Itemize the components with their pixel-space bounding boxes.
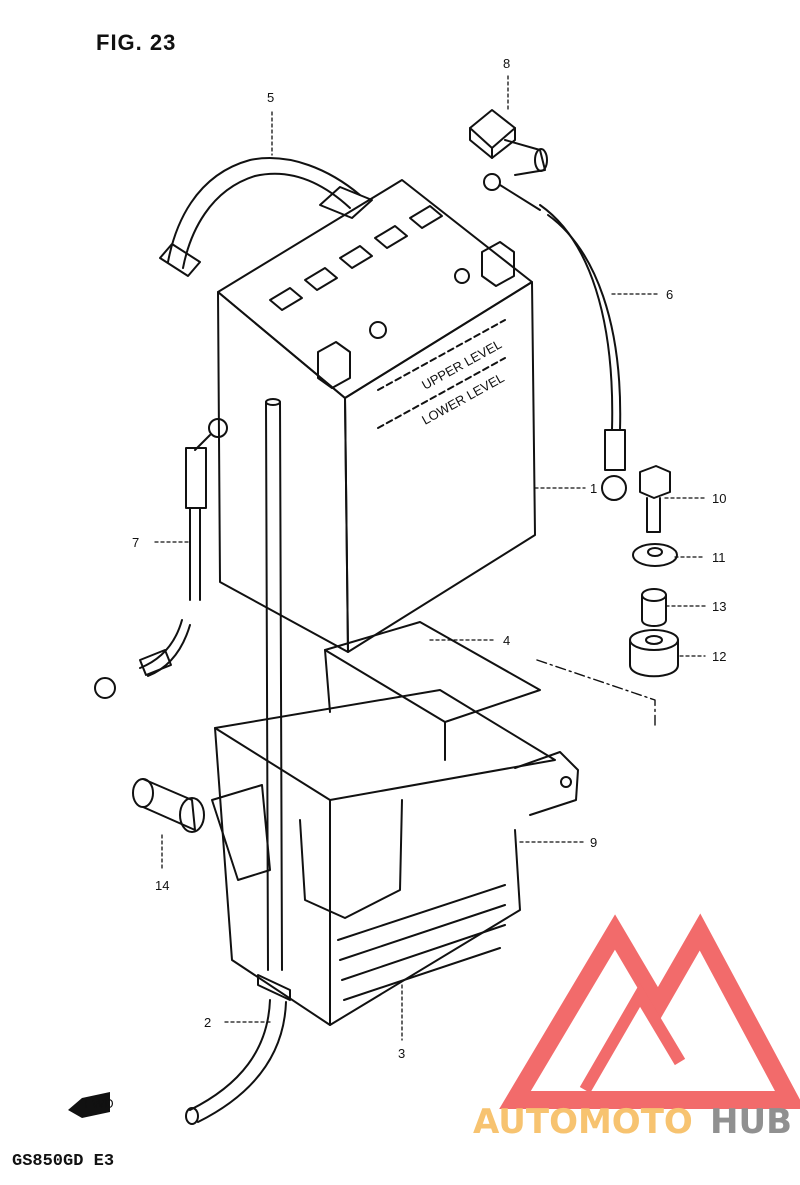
model-code: GS850GD E3 bbox=[12, 1152, 115, 1171]
washer bbox=[632, 543, 678, 567]
battery-holder bbox=[211, 689, 579, 1026]
callout-4: 4 bbox=[503, 633, 510, 648]
watermark-part2: HUB bbox=[710, 1102, 792, 1142]
callout-2: 2 bbox=[204, 1015, 211, 1030]
watermark-part1: AUTOMOTO bbox=[473, 1102, 693, 1142]
positive-lead-wire bbox=[483, 173, 627, 501]
callout-10: 10 bbox=[712, 491, 726, 506]
battery bbox=[217, 179, 536, 653]
automotohub-logo: AUTOMOTO HUB bbox=[473, 913, 800, 1142]
callout-9: 9 bbox=[590, 835, 597, 850]
rubber-damper bbox=[132, 778, 205, 833]
battery-strap bbox=[159, 157, 373, 277]
battery-cushion bbox=[324, 621, 541, 761]
callout-8: 8 bbox=[503, 56, 510, 71]
callout-14: 14 bbox=[155, 878, 169, 893]
leader-lines bbox=[154, 75, 706, 1041]
callout-11: 11 bbox=[712, 550, 726, 565]
fwd-label: FWD bbox=[84, 1096, 114, 1111]
bolt bbox=[639, 465, 671, 533]
callout-12: 12 bbox=[712, 649, 726, 664]
terminal-cover bbox=[469, 109, 548, 176]
figure-title: FIG. 23 bbox=[96, 30, 177, 55]
callout-13: 13 bbox=[712, 599, 726, 614]
callout-1: 1 bbox=[590, 481, 597, 496]
cushion-grommet bbox=[629, 629, 679, 678]
fwd-arrow-icon: FWD bbox=[68, 1092, 114, 1118]
callout-6: 6 bbox=[666, 287, 673, 302]
callout-3: 3 bbox=[398, 1046, 405, 1061]
breather-hose bbox=[185, 398, 291, 1125]
callout-7: 7 bbox=[132, 535, 139, 550]
negative-lead-wire bbox=[94, 418, 228, 699]
callout-5: 5 bbox=[267, 90, 274, 105]
spacer bbox=[641, 588, 667, 627]
